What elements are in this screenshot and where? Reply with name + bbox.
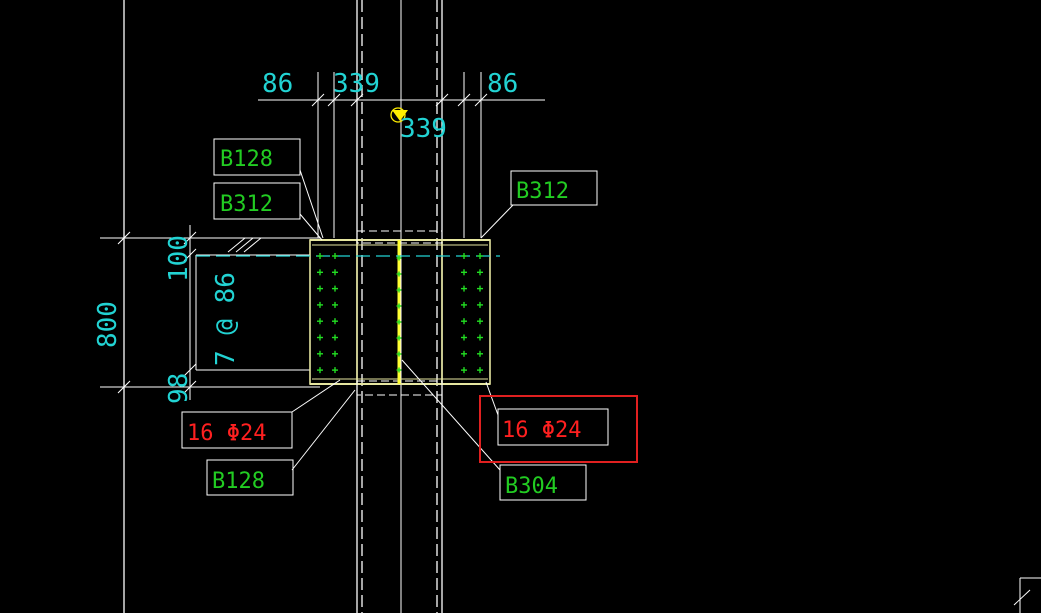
bolt-15 — [477, 350, 483, 357]
bolt-7 — [396, 351, 402, 357]
bolt-3 — [461, 285, 467, 292]
dim-pitch: 7 @ 86 — [211, 272, 241, 366]
bolt-6 — [461, 334, 467, 341]
bolt-9 — [477, 253, 483, 259]
bolt-10 — [477, 269, 483, 276]
dim-top-right-86: 86 — [487, 69, 518, 99]
bolt-8 — [461, 367, 467, 374]
label-boxes — [181, 138, 609, 501]
bolt-5 — [461, 318, 467, 325]
dim-edge-100: 100 — [164, 235, 194, 282]
dim-center-339: 339 — [400, 114, 447, 144]
bolt-9 — [332, 253, 338, 259]
bolt-1 — [317, 253, 323, 259]
highlight-box — [479, 395, 638, 463]
bolt-11 — [477, 285, 483, 292]
bolt-13 — [477, 318, 483, 325]
bolt-2 — [461, 269, 467, 276]
dim-edge-98: 98 — [164, 373, 194, 404]
top-dimension-chain — [258, 72, 545, 238]
label-plate-bottom-left[interactable]: B128 — [212, 469, 265, 494]
bolt-group-left — [317, 253, 338, 374]
bolt-13 — [332, 318, 338, 325]
label-plate-top-left-a[interactable]: B128 — [220, 147, 273, 172]
bolt-5 — [317, 318, 323, 325]
bolt-6 — [317, 334, 323, 341]
bolt-16 — [332, 367, 338, 374]
dim-top-339: 339 — [333, 69, 380, 99]
bolt-2 — [396, 271, 402, 277]
splice-plates — [196, 230, 500, 396]
bolt-7 — [317, 350, 323, 357]
bolt-3 — [396, 287, 402, 293]
label-plate-top-left-b[interactable]: B312 — [220, 192, 273, 217]
label-bolts-left[interactable]: 16 Φ24 — [187, 421, 266, 446]
bolt-11 — [332, 285, 338, 292]
bolt-5 — [396, 319, 402, 325]
label-bolts-right[interactable]: 16 Φ24 — [502, 418, 581, 443]
bolt-8 — [317, 367, 323, 374]
bolt-16 — [477, 367, 483, 374]
bolt-14 — [477, 334, 483, 341]
dim-height-800: 800 — [93, 301, 123, 348]
label-plate-top-right[interactable]: B312 — [516, 179, 569, 204]
bolt-10 — [332, 269, 338, 276]
bolt-15 — [332, 350, 338, 357]
bolt-4 — [396, 303, 402, 309]
bolt-7 — [461, 350, 467, 357]
bolt-group-web — [396, 255, 402, 373]
bolt-group-right — [461, 253, 483, 374]
leader-lines — [291, 169, 514, 471]
label-plate-bottom-right[interactable]: B304 — [505, 474, 558, 499]
bolt-8 — [396, 367, 402, 373]
bolt-1 — [396, 255, 402, 261]
bolt-6 — [396, 335, 402, 341]
bolt-4 — [461, 301, 467, 308]
bolt-12 — [477, 301, 483, 308]
bolt-4 — [317, 301, 323, 308]
bolt-14 — [332, 334, 338, 341]
dim-top-left-86: 86 — [262, 69, 293, 99]
bolt-1 — [461, 253, 467, 259]
bolt-12 — [332, 301, 338, 308]
bolt-2 — [317, 269, 323, 276]
corner-mark — [1013, 577, 1041, 613]
bolt-3 — [317, 285, 323, 292]
section-marker-icon[interactable] — [390, 107, 408, 123]
left-dimension-chain — [100, 225, 320, 400]
